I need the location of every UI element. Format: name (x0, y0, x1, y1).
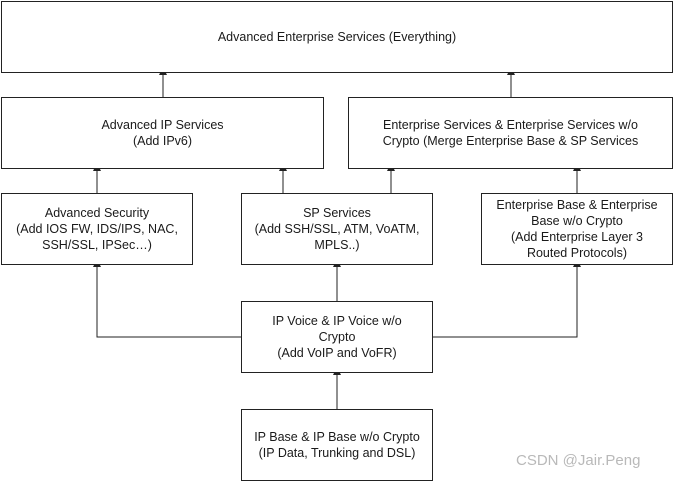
box-advanced-ip-services: Advanced IP Services (Add IPv6) (1, 97, 324, 169)
box-label: Enterprise Services & Enterprise Service… (382, 118, 639, 148)
arrow-voice-to-enterprise-base (433, 259, 581, 338)
box-label: Advanced Security (Add IOS FW, IDS/IPS, … (16, 206, 178, 252)
box-label: Advanced IP Services (Add IPv6) (101, 118, 224, 148)
box-label: IP Voice & IP Voice w/o Crypto (Add VoIP… (272, 314, 402, 360)
box-ip-voice: IP Voice & IP Voice w/o Crypto (Add VoIP… (241, 301, 433, 373)
box-enterprise-base: Enterprise Base & Enterprise Base w/o Cr… (481, 193, 673, 265)
box-label: Enterprise Base & Enterprise Base w/o Cr… (496, 198, 658, 260)
arrow-voice-to-security (93, 259, 241, 338)
box-ip-base: IP Base & IP Base w/o Crypto (IP Data, T… (241, 409, 433, 481)
box-enterprise-services: Enterprise Services & Enterprise Service… (348, 97, 673, 169)
box-sp-services: SP Services (Add SSH/SSL, ATM, VoATM, MP… (241, 193, 433, 265)
box-label: Advanced Enterprise Services (Everything… (217, 30, 457, 44)
box-label: IP Base & IP Base w/o Crypto (IP Data, T… (254, 430, 420, 460)
box-advanced-enterprise-services: Advanced Enterprise Services (Everything… (1, 1, 673, 73)
box-advanced-security: Advanced Security (Add IOS FW, IDS/IPS, … (1, 193, 193, 265)
box-label: SP Services (Add SSH/SSL, ATM, VoATM, MP… (254, 206, 420, 252)
watermark: CSDN @Jair.Peng (516, 452, 641, 469)
